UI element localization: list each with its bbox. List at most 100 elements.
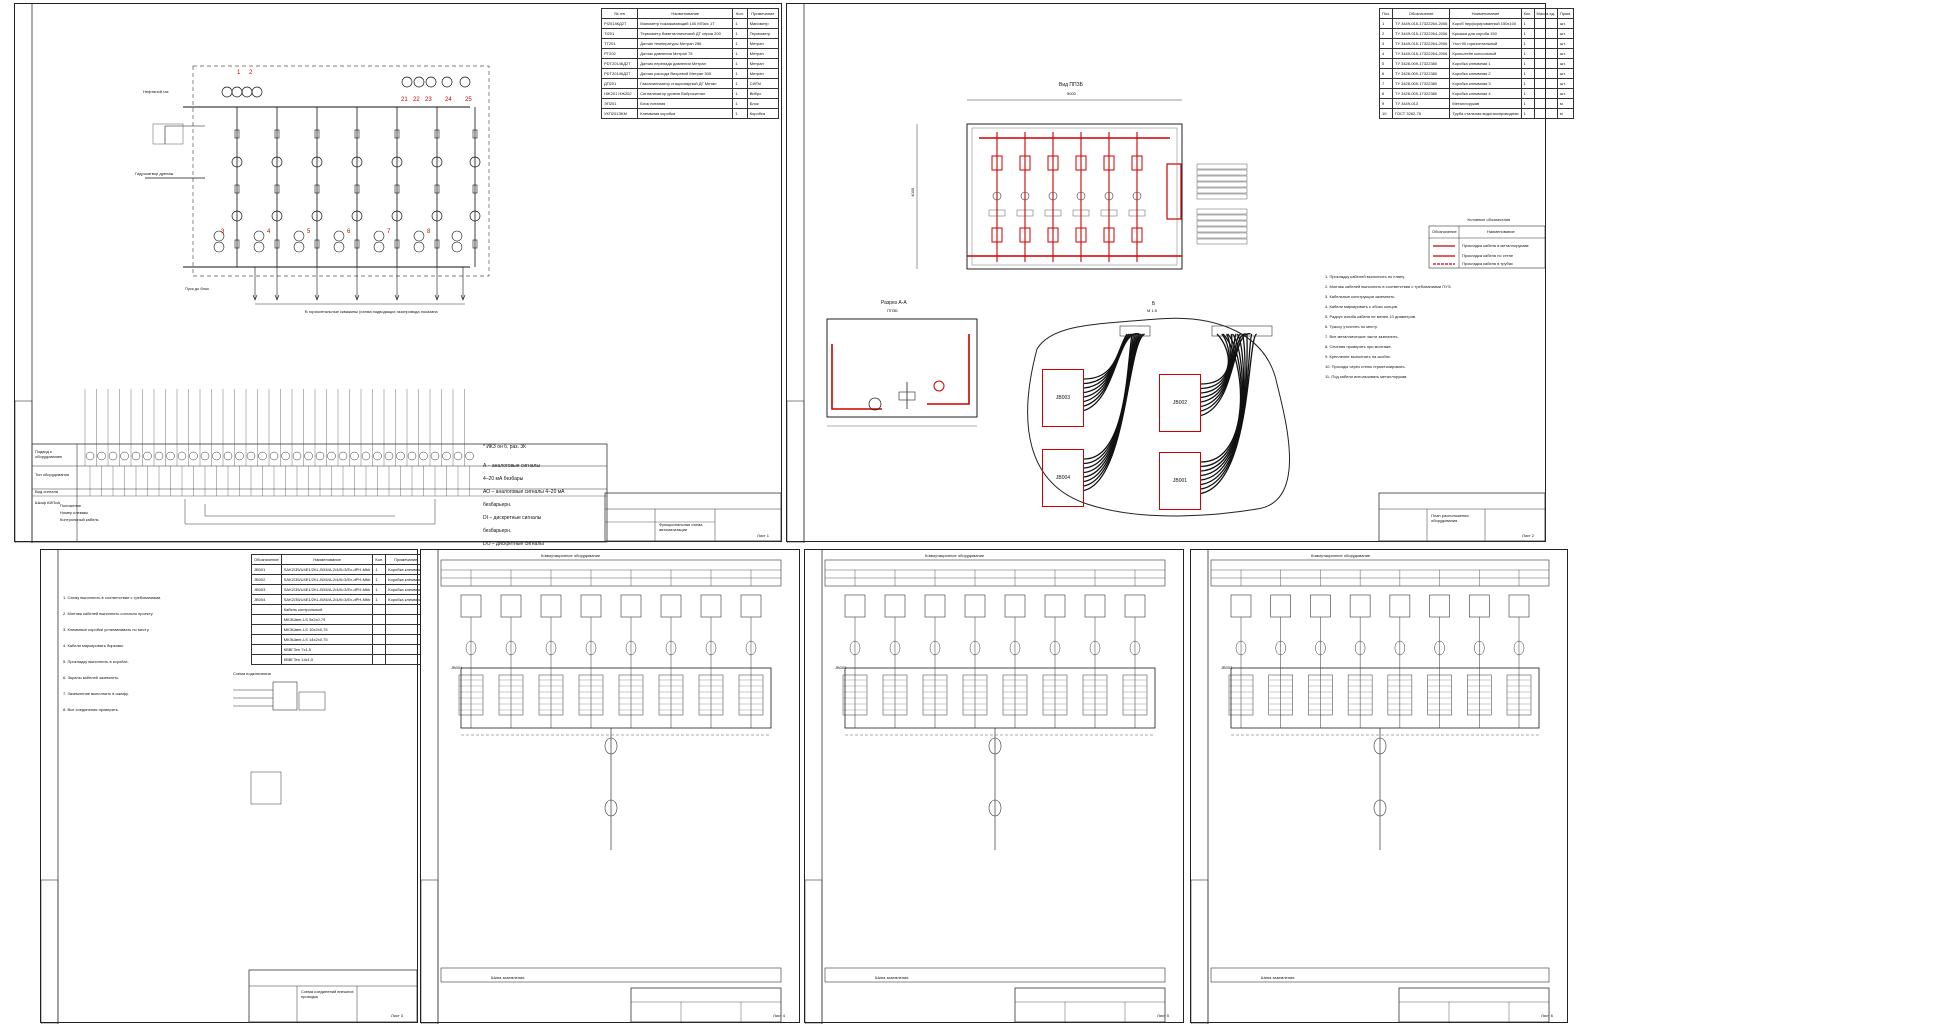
tag-frame [1196, 187, 1248, 194]
spec-cell [372, 634, 387, 645]
spec-cell [251, 654, 282, 665]
instrument-bubble [425, 76, 437, 88]
terminal-strip [658, 674, 684, 716]
valve-symbol [991, 155, 1003, 171]
terminal-strip [1042, 674, 1068, 716]
sheet-functional-scheme[interactable]: Нефтяной газ Гидрозатвор дренаж Пуск до … [14, 3, 782, 573]
spec-cell: шт. [1557, 38, 1575, 49]
spec-cell: 1 [1520, 28, 1535, 39]
instrument-bubble [311, 210, 323, 222]
detail-title: Б [1152, 301, 1156, 307]
spec-col-designation: Обозначение [251, 554, 282, 565]
instrument-bubble [469, 156, 481, 168]
sheet-wiring-2[interactable]: Коммутационное оборудование ЈВ002 Шина з… [804, 549, 1184, 1024]
spec-cell: шт. [1557, 48, 1575, 59]
sheet-layout-plan[interactable]: Вид ППЗБ 5000 4000 Разрез А-А ППЗБ Б М 1… [786, 3, 1575, 543]
cable-gland [1434, 640, 1445, 656]
box-label: ЈВ002 [1172, 400, 1188, 406]
instrument-bubble [143, 451, 152, 461]
spec-cell: Манометр показывающий 100 МПа/с 1Т [637, 18, 734, 29]
instrument-bubble [992, 191, 1002, 201]
note-line: 4. Кабели маркировать бирками. [63, 643, 124, 648]
title-block-sheet: Лист 3 [391, 1013, 404, 1018]
instrument-bubble [431, 210, 443, 222]
legend-item: DO – дискретные сигналы [483, 541, 544, 547]
spec-cell: 9 [1379, 98, 1393, 109]
spec-cell [251, 624, 282, 635]
sheet-wiring-1[interactable]: Коммутационное оборудование ЈВ001 Шина з… [420, 549, 800, 1024]
spec-cell: ТУ 3449-015-17322264-2006 [1391, 48, 1451, 59]
diagram-caption: Схема подключения [233, 671, 271, 676]
cable-gland [1513, 640, 1525, 656]
device-block [924, 594, 946, 618]
wiring-header: Коммутационное оборудование [541, 553, 601, 558]
instrument-bubble [311, 156, 323, 168]
legend-item: безбарьерн. [483, 528, 512, 534]
valve-symbol [314, 239, 320, 249]
pid-bottom-caption: В горизонтальные скважины (схема подводя… [305, 309, 438, 314]
terminal-strip [618, 674, 644, 716]
terminal-strip [1122, 674, 1148, 716]
instrument-bubble [333, 241, 345, 253]
spec-cell [1533, 78, 1559, 89]
arrow-down-icon [252, 294, 258, 301]
junction-box-jb003[interactable]: ЈВ003 [1042, 369, 1084, 427]
spec-cell: ТУ 3449-015-17322264-2006 [1391, 18, 1451, 29]
spec-col-name: Наименование [280, 554, 374, 565]
junction-box-jb001[interactable]: ЈВ001 [1159, 452, 1201, 510]
spec-cell: Газоанализатор стационарный ДГ Метан [637, 78, 734, 89]
title-block [1398, 987, 1550, 1023]
dim-vertical: 4000 [910, 187, 916, 197]
header-table [824, 559, 1166, 587]
spec-cell: Кронштейн консольный [1449, 48, 1522, 59]
left-label-start: Пуск до блок [185, 286, 209, 291]
note-line: 6. Экраны кабелей заземлить. [63, 675, 120, 680]
valve-symbol [434, 129, 440, 139]
cable-gland [665, 640, 677, 656]
sheet-wiring-3[interactable]: Коммутационное оборудование ЈВ003 Шина з… [1190, 549, 1568, 1024]
spec-cell: 1 [1379, 18, 1393, 29]
device-block [1349, 594, 1371, 618]
terminal-strip [1387, 674, 1413, 716]
spec-cell: ТУ 3428-009-17322380 [1391, 88, 1451, 99]
title-block [630, 987, 782, 1023]
spec-cell: Крышка для короба 150 [1449, 28, 1522, 39]
cable-gland [1373, 737, 1387, 755]
valve-symbol [1075, 155, 1087, 171]
sheet-connection-spec[interactable]: Обозначение Наименование Кол. Примечание… [40, 549, 427, 1024]
instrument-bubble [396, 451, 405, 461]
note-line: 5. Прокладку выполнить в коробах. [63, 659, 129, 664]
spec-cell: 1 [732, 88, 748, 99]
device-block [1429, 594, 1450, 618]
arrow-down-icon [354, 294, 360, 301]
spec-cell: НЖ201 НЖ202 [600, 88, 639, 99]
instrument-bubble [338, 451, 348, 461]
junction-box-jb002[interactable]: ЈВ002 [1159, 374, 1201, 432]
junction-box-jb004[interactable]: ЈВ004 [1042, 449, 1084, 507]
spec-cell: 1 [732, 98, 748, 109]
terminal-strip [1268, 674, 1293, 716]
spec-cell: 1 [732, 38, 748, 49]
spec-cell: ДП201 [600, 78, 639, 89]
valve-symbol [1075, 227, 1087, 243]
valve-symbol [1047, 227, 1059, 243]
title-block-name: Схема соединений внешних проводок [301, 989, 354, 999]
device-block [740, 594, 762, 618]
spec-cell: ТУ 3428-009-17322380 [1391, 58, 1451, 69]
valve-symbol [234, 239, 240, 249]
spec-cell: м [1557, 108, 1575, 119]
spec-cell [1533, 68, 1559, 79]
legend-head-sign: Обозначение [1432, 229, 1457, 234]
spec-cell: PI2014КД2Т [600, 18, 639, 29]
ground-bus [1210, 967, 1550, 983]
spec-cell [1533, 48, 1559, 59]
spec-cell: Короб перфорированный 150х100 [1449, 18, 1522, 29]
instrument-bubble [221, 86, 233, 98]
cable-line [1200, 333, 1251, 417]
cable-gland [1394, 640, 1406, 656]
